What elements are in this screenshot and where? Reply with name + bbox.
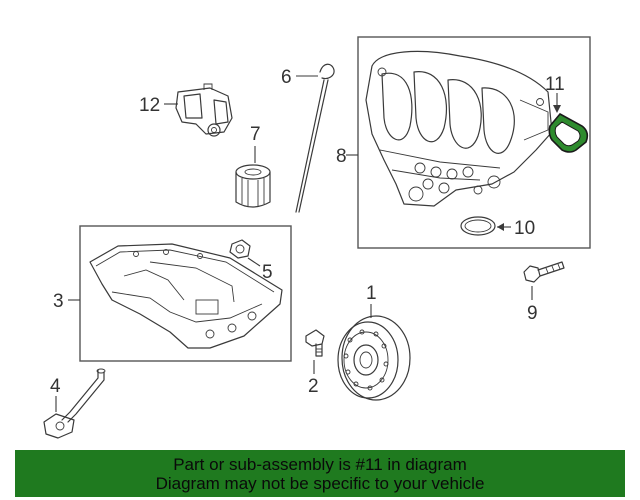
part-1-crankshaft-pulley[interactable] [337,315,411,401]
part-10-o-ring[interactable] [460,216,496,236]
callout-7: 7 [250,124,261,145]
callout-8: 8 [336,146,347,167]
part-7-oil-filter[interactable] [235,164,271,208]
part-3-oil-pan[interactable] [89,243,283,349]
part-8-intake-manifold[interactable] [365,50,553,207]
arrow-10-icon [497,223,504,231]
part-8-frame [357,36,591,249]
part-3-frame [79,225,292,362]
callout-5: 5 [262,262,273,283]
part-9-bolt[interactable] [523,261,565,283]
leader-5 [247,257,261,267]
callout-2: 2 [308,376,319,397]
banner-line-2: Diagram may not be specific to your vehi… [155,473,485,493]
part-info-banner: Part or sub-assembly is #11 in diagram D… [15,450,625,497]
callout-1: 1 [366,283,377,304]
callout-9: 9 [527,303,538,324]
part-4-tube[interactable] [43,368,106,439]
part-12-sensor[interactable] [175,83,233,137]
part-2-bolt[interactable] [305,329,325,357]
part-6-dipstick[interactable] [295,63,335,213]
callout-4: 4 [50,376,61,397]
part-5-drain-plug[interactable] [229,239,251,259]
callout-6: 6 [281,67,292,88]
callout-3: 3 [53,291,64,312]
callout-11: 11 [545,74,565,95]
callout-10: 10 [514,218,535,239]
banner-line-1: Part or sub-assembly is #11 in diagram [173,454,467,474]
callout-12: 12 [139,95,160,116]
arrow-11-icon [553,105,561,113]
part-11-gasket-highlighted[interactable] [548,112,589,153]
